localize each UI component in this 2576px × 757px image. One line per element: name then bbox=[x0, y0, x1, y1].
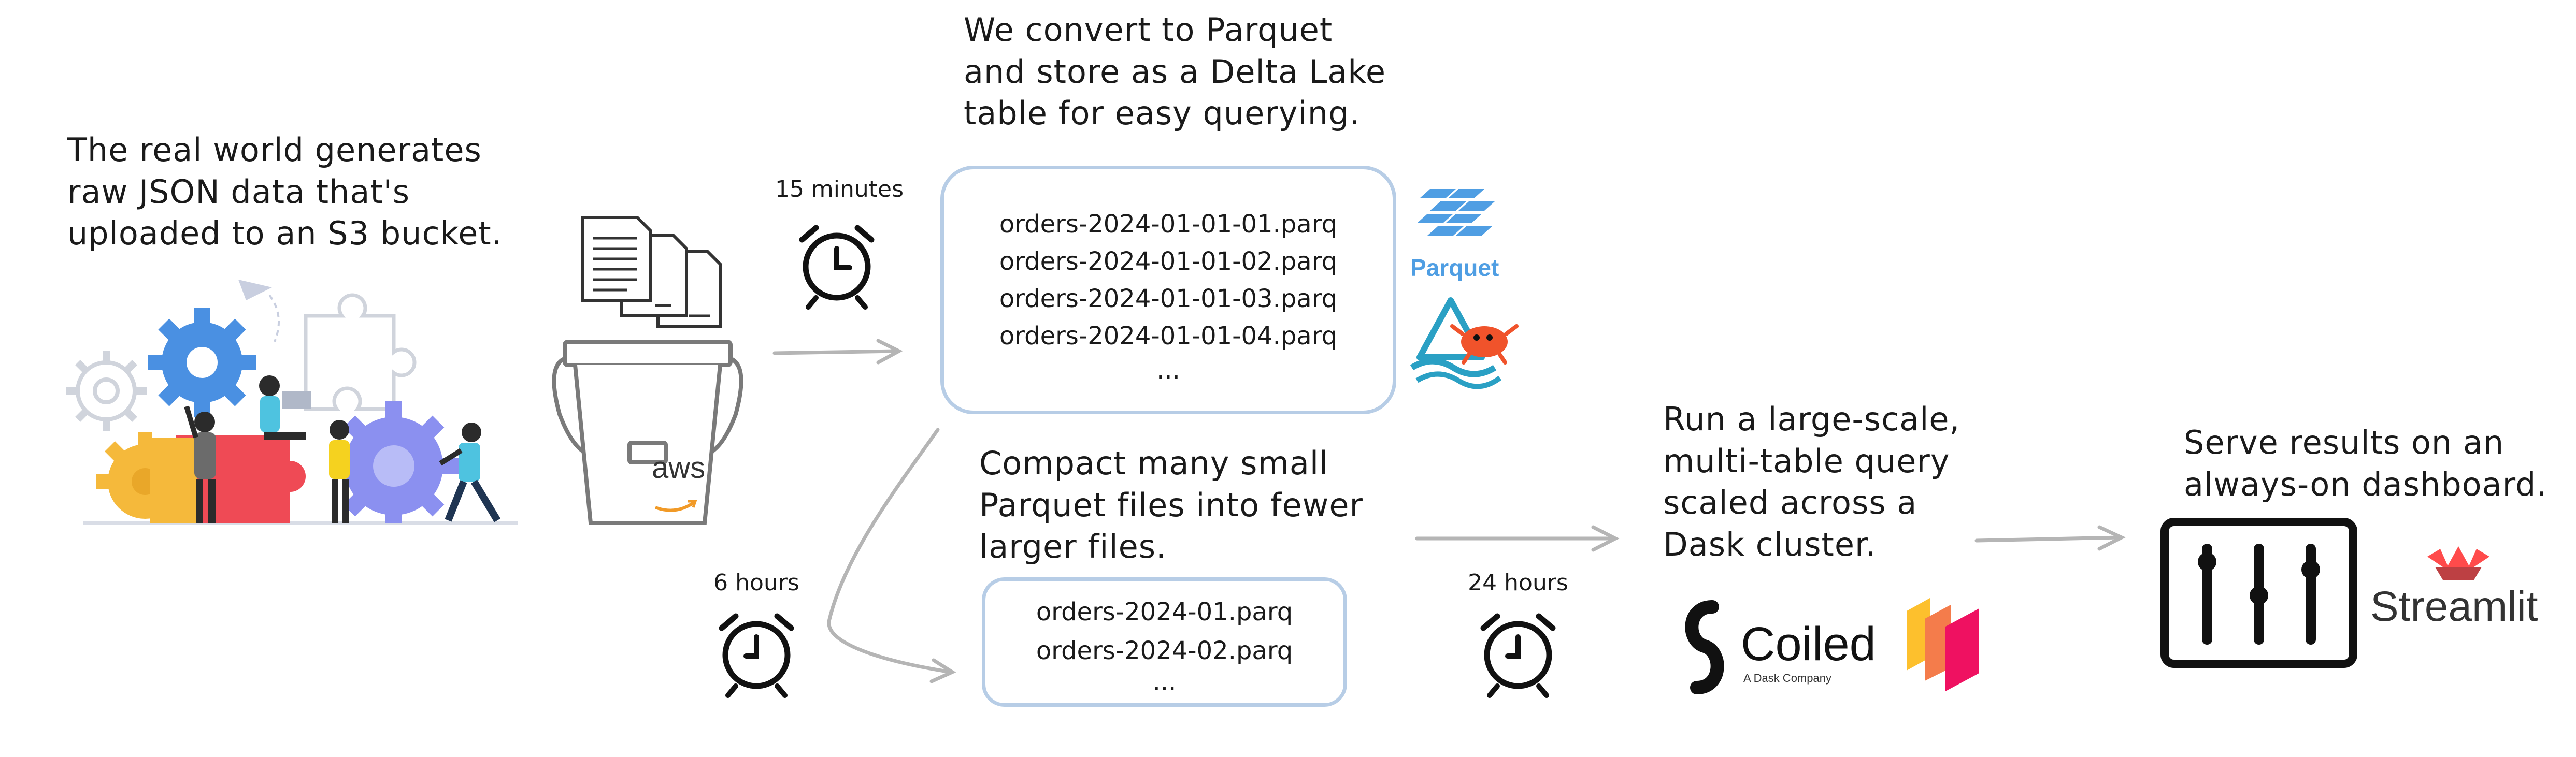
large-files-box: orders-2024-01.parq orders-2024-02.parq … bbox=[982, 577, 1347, 707]
convert-line: table for easy querying. bbox=[964, 94, 1361, 133]
paper-plane-icon bbox=[238, 280, 272, 300]
arrow-to-compact bbox=[827, 428, 956, 683]
streamlit-logo-text: Streamlit bbox=[2370, 583, 2538, 630]
person-icon bbox=[439, 423, 501, 522]
file-item: orders-2024-01-01-03.parq bbox=[999, 284, 1338, 313]
delta-lake-logo-icon bbox=[1410, 297, 1519, 389]
coiled-logo-text: Coiled bbox=[1741, 618, 1876, 671]
convert-text: We convert to Parquet and store as a Del… bbox=[964, 9, 1386, 135]
arrow-to-dashboard bbox=[1974, 525, 2126, 551]
intro-line: raw JSON data that's bbox=[67, 172, 410, 211]
s3-bucket-icon bbox=[552, 340, 743, 525]
parquet-logo-text: Parquet bbox=[1410, 254, 1499, 281]
serve-text: Serve results on an always-on dashboard. bbox=[2184, 422, 2547, 505]
file-item: orders-2024-01-01-02.parq bbox=[999, 247, 1338, 276]
convert-line: and store as a Delta Lake bbox=[964, 52, 1386, 91]
dask-logo-icon bbox=[1907, 598, 1979, 691]
compact-text: Compact many small Parquet files into fe… bbox=[979, 443, 1363, 568]
file-item: orders-2024-01.parq bbox=[1036, 598, 1293, 627]
timer-6-label: 6 hours bbox=[713, 570, 799, 596]
query-text: Run a large-scale, multi-table query sca… bbox=[1663, 399, 1960, 565]
intro-text: The real world generates raw JSON data t… bbox=[67, 129, 502, 255]
file-item: orders-2024-02.parq bbox=[1036, 636, 1293, 665]
parquet-logo-icon bbox=[1417, 189, 1495, 236]
file-item: ... bbox=[1156, 356, 1180, 385]
file-item: ... bbox=[1152, 667, 1177, 696]
intro-line: uploaded to an S3 bucket. bbox=[67, 214, 503, 253]
coiled-tagline: A Dask Company bbox=[1743, 672, 1831, 685]
real-world-illustration bbox=[66, 280, 518, 525]
arrow-to-parquet bbox=[772, 339, 903, 365]
query-line: scaled across a bbox=[1663, 484, 1917, 522]
file-item: orders-2024-01-01-01.parq bbox=[999, 210, 1338, 239]
streamlit-logo-icon bbox=[2427, 546, 2489, 580]
json-documents-icon bbox=[581, 216, 722, 328]
person-icon bbox=[259, 375, 311, 440]
serve-line: always-on dashboard. bbox=[2184, 465, 2548, 503]
timer-15-label: 15 minutes bbox=[775, 176, 904, 202]
person-icon bbox=[329, 420, 350, 523]
compact-line: Compact many small bbox=[979, 444, 1329, 482]
timer-24-label: 24 hours bbox=[1468, 570, 1568, 596]
person-icon bbox=[184, 405, 216, 523]
serve-line: Serve results on an bbox=[2184, 424, 2505, 461]
intro-line: The real world generates bbox=[67, 131, 482, 169]
convert-line: We convert to Parquet bbox=[964, 11, 1333, 49]
alarm-clock-icon bbox=[799, 225, 875, 310]
outline-gear-icon bbox=[66, 351, 147, 431]
alarm-clock-icon bbox=[1480, 613, 1556, 698]
outline-puzzle-icon bbox=[304, 293, 417, 411]
dashboard-icon bbox=[2160, 518, 2357, 668]
alarm-clock-icon bbox=[719, 613, 794, 698]
aws-logo: aws bbox=[652, 451, 706, 485]
coiled-logo-icon bbox=[1685, 600, 1724, 694]
query-line: Dask cluster. bbox=[1663, 525, 1877, 563]
arrow-to-query bbox=[1415, 525, 1620, 552]
small-files-box: orders-2024-01-01-01.parq orders-2024-01… bbox=[940, 166, 1396, 414]
compact-line: larger files. bbox=[979, 528, 1167, 566]
blue-gear-icon bbox=[148, 308, 256, 417]
file-item: orders-2024-01-01-04.parq bbox=[999, 322, 1338, 351]
query-line: Run a large-scale, bbox=[1663, 400, 1960, 438]
compact-line: Parquet files into fewer bbox=[979, 486, 1364, 524]
query-line: multi-table query bbox=[1663, 442, 1950, 480]
